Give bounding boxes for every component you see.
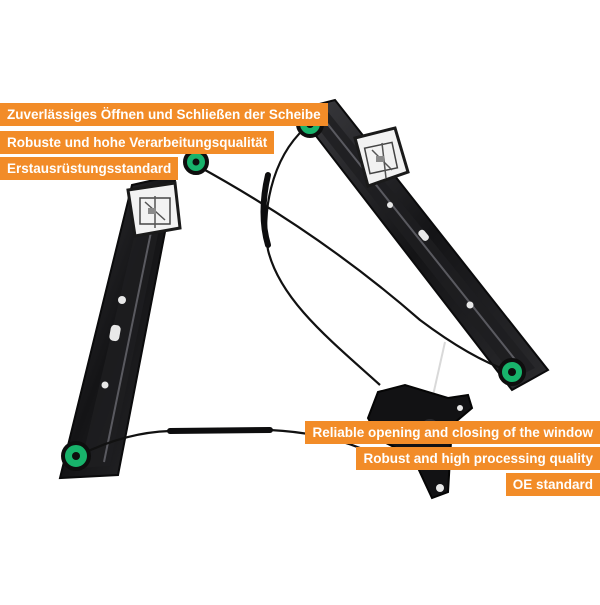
feature-label-de-2: Robuste und hohe Verarbeitungsqualität [0,131,275,154]
feature-label-de-3: Erstausrüstungsstandard [0,157,179,180]
left-window-clamp [126,181,182,238]
feature-label-de-1: Zuverlässiges Öffnen und Schließen der S… [0,103,328,126]
cable-sleeves [167,172,273,434]
white-wire [431,341,446,401]
feature-label-en-3: OE standard [505,473,600,496]
feature-label-en-2: Robust and high processing quality [356,447,600,470]
right-window-clamp [353,126,410,188]
feature-label-en-1: Reliable opening and closing of the wind… [305,421,600,444]
right-guide-rail [294,98,550,392]
